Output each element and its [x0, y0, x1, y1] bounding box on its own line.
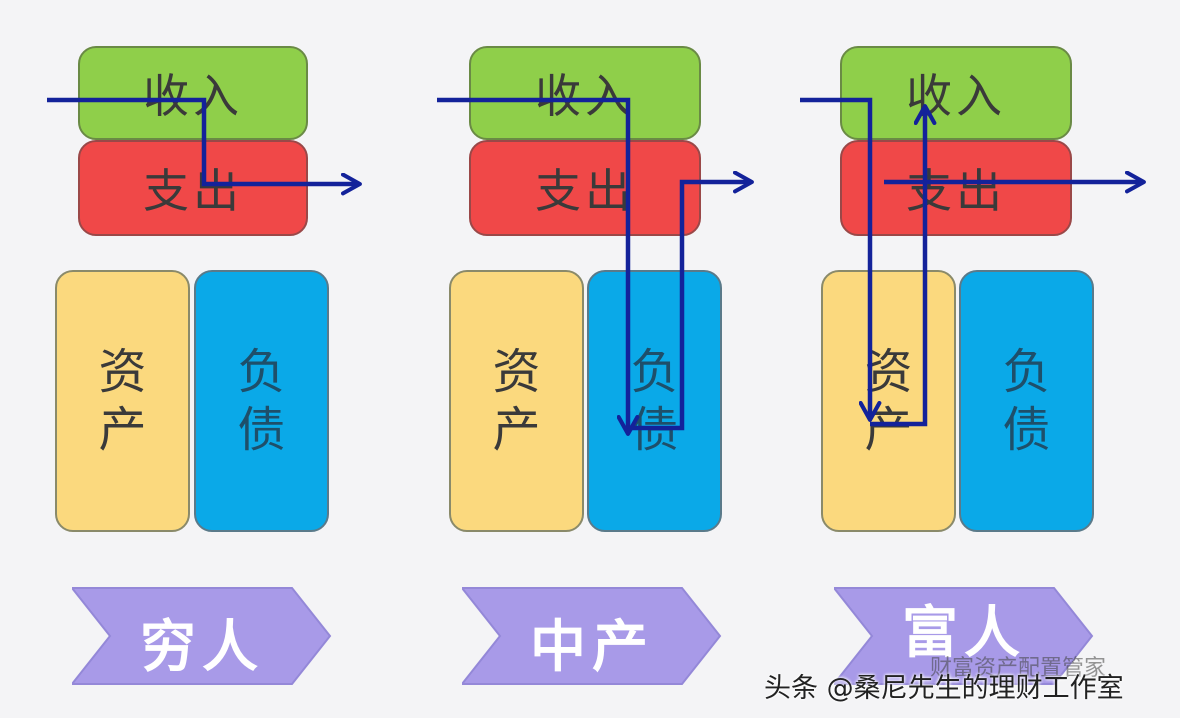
poor-banner-label: 穷人	[140, 615, 264, 680]
rich-expense-label: 支出	[906, 164, 1006, 218]
rich-flow-arrow-down	[800, 97, 870, 418]
middle-banner-label: 中产	[530, 615, 654, 680]
middle-flow-arrow-down	[437, 97, 628, 432]
poor-asset-label: 资产	[98, 344, 147, 458]
middle-flow-arrow-out	[628, 182, 750, 431]
middle-income-label: 收入	[535, 69, 635, 123]
rich-liability-label: 负债	[1002, 344, 1051, 458]
middle-asset-label: 资产	[492, 344, 541, 458]
poor-liability-label: 负债	[237, 344, 286, 458]
middle-banner-shape	[459, 587, 722, 685]
rich-expense-box: 支出	[840, 140, 1072, 236]
poor-income-box: 收入	[78, 46, 308, 140]
rich-banner-shape	[831, 587, 1094, 685]
watermark: 头条 @桑尼先生的理财工作室	[764, 673, 1124, 704]
rich-banner: 富人	[831, 586, 1094, 686]
poor-flow-arrow	[47, 97, 358, 184]
watermark-secondary: 财富资产配置管家	[930, 656, 1107, 681]
middle-asset-box: 资产	[449, 270, 584, 532]
poor-income-label: 收入	[143, 69, 243, 123]
rich-asset-box: 资产	[821, 270, 956, 532]
rich-income-box: 收入	[840, 46, 1072, 140]
poor-liability-box: 负债	[194, 270, 329, 532]
poor-banner-shape	[69, 587, 332, 685]
rich-banner-label: 富人	[902, 601, 1026, 666]
poor-banner: 穷人	[69, 586, 332, 686]
rich-flow-arrow-up	[870, 108, 925, 427]
middle-expense-box: 支出	[469, 140, 701, 236]
poor-expense-label: 支出	[143, 164, 243, 218]
middle-expense-label: 支出	[535, 164, 635, 218]
poor-expense-box: 支出	[78, 140, 308, 236]
middle-income-box: 收入	[469, 46, 701, 140]
rich-liability-box: 负债	[959, 270, 1094, 532]
poor-asset-box: 资产	[55, 270, 190, 532]
middle-banner: 中产	[459, 586, 722, 686]
